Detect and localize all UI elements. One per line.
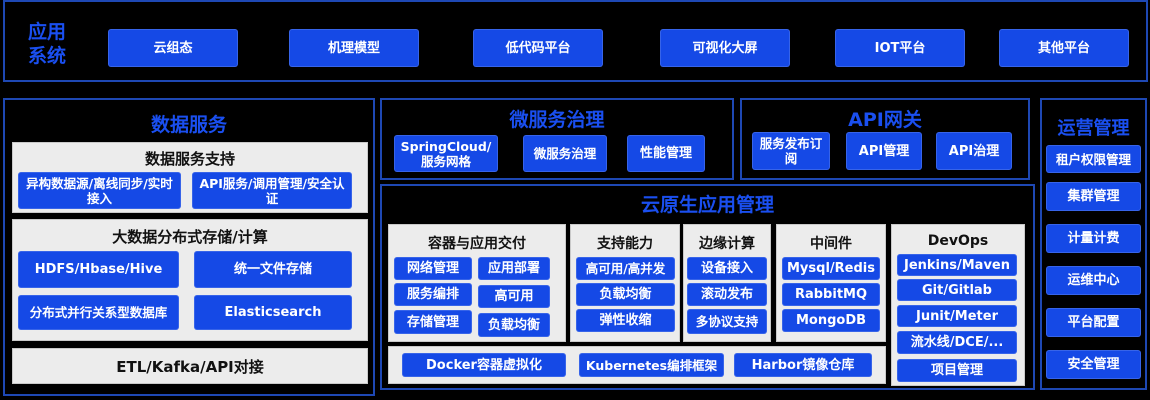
app-item-iot[interactable]: IOT平台 [835,29,965,67]
devops-item-git[interactable]: Git/Gitlab [897,279,1017,301]
devops-item-project[interactable]: 项目管理 [897,359,1017,382]
app-item-low-code[interactable]: 低代码平台 [473,29,603,67]
devops-item-junit[interactable]: Junit/Meter [897,305,1017,327]
operations-item-ops-center[interactable]: 运维中心 [1046,266,1141,295]
bigdata-item-hdfs[interactable]: HDFS/Hbase/Hive [18,251,179,288]
api-gateway-item-management[interactable]: API管理 [846,132,922,170]
operations-item-tenant[interactable]: 租户权限管理 [1046,145,1141,173]
support-item-ha-concurrency[interactable]: 高可用/高并发 [576,257,675,280]
cloud-native-title: 云原生应用管理 [640,194,774,216]
microservice-item-performance[interactable]: 性能管理 [627,135,705,172]
bigdata-item-distributed-db[interactable]: 分布式并行关系型数据库 [18,295,179,330]
edge-item-rolling[interactable]: 滚动发布 [687,283,767,306]
operations-item-billing[interactable]: 计量计费 [1046,224,1141,253]
bigdata-item-unified-storage[interactable]: 统一文件存储 [194,251,352,288]
bigdata-item-elasticsearch[interactable]: Elasticsearch [194,295,352,330]
container-item-lb[interactable]: 负载均衡 [478,313,550,337]
data-support-title: 数据服务支持 [144,150,235,168]
operations-title: 运营管理 [1057,118,1130,139]
middleware-title: 中间件 [810,236,852,252]
support-item-elastic[interactable]: 弹性收缩 [576,309,675,332]
devops-title: DevOps [927,233,989,249]
microservice-item-governance[interactable]: 微服务治理 [523,135,607,172]
microservice-item-springcloud[interactable]: SpringCloud/服务网格 [394,135,498,172]
app-item-visual-screen[interactable]: 可视化大屏 [660,29,790,67]
infra-item-docker[interactable]: Docker容器虚拟化 [402,353,566,377]
container-title: 容器与应用交付 [428,236,526,252]
app-item-other[interactable]: 其他平台 [999,29,1129,67]
operations-item-security[interactable]: 安全管理 [1046,350,1141,379]
container-item-network[interactable]: 网络管理 [394,257,472,280]
api-gateway-item-publish[interactable]: 服务发布订阅 [752,132,830,170]
data-services-title: 数据服务 [150,114,227,136]
devops-item-pipeline[interactable]: 流水线/DCE/... [897,331,1017,354]
middleware-item-rabbitmq[interactable]: RabbitMQ [782,283,880,306]
microservice-title: 微服务治理 [509,109,605,131]
container-item-orchestration[interactable]: 服务编排 [394,283,472,306]
app-item-mechanism-model[interactable]: 机理模型 [289,29,419,67]
edge-item-protocol[interactable]: 多协议支持 [687,309,767,334]
app-item-cloud-config[interactable]: 云组态 [108,29,238,67]
container-item-ha[interactable]: 高可用 [478,285,550,308]
operations-item-cluster[interactable]: 集群管理 [1046,182,1141,211]
api-gateway-title: API网关 [848,109,922,131]
devops-item-jenkins[interactable]: Jenkins/Maven [897,254,1017,276]
edge-item-device[interactable]: 设备接入 [687,257,767,280]
etl-box [12,348,368,384]
support-item-lb[interactable]: 负载均衡 [576,283,675,306]
container-item-deploy[interactable]: 应用部署 [478,257,550,280]
api-gateway-item-governance[interactable]: API治理 [936,132,1012,170]
infra-item-harbor[interactable]: Harbor镜像仓库 [734,353,872,377]
app-system-title: 应用 系统 [27,21,66,67]
data-support-item-api-service[interactable]: API服务/调用管理/安全认证 [192,172,352,209]
data-support-item-heterogeneous[interactable]: 异构数据源/离线同步/实时接入 [18,172,181,209]
edge-title: 边缘计算 [699,236,755,252]
middleware-item-mongodb[interactable]: MongoDB [782,309,880,332]
infra-item-kubernetes[interactable]: Kubernetes编排框架 [579,353,724,377]
support-title: 支持能力 [597,236,653,252]
etl-label: ETL/Kafka/API对接 [116,358,264,376]
container-item-storage[interactable]: 存储管理 [394,310,472,334]
operations-item-config[interactable]: 平台配置 [1046,308,1141,337]
bigdata-title: 大数据分布式存储/计算 [112,228,268,246]
middleware-item-mysql[interactable]: Mysql/Redis [782,257,880,280]
